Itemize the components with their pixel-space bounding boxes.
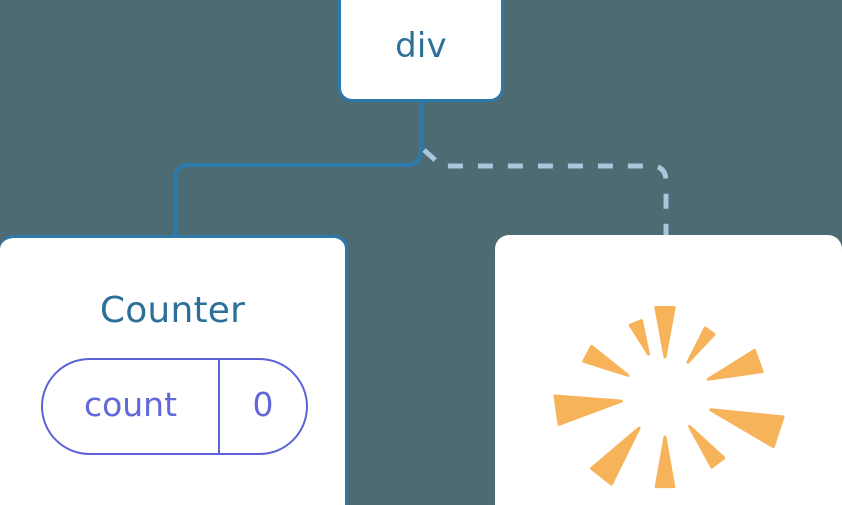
edge-root-to-counter <box>173 100 423 239</box>
burst-ray-5 <box>654 435 676 489</box>
state-key-label: count <box>83 385 178 424</box>
burst-ray-4 <box>688 425 726 469</box>
node-div-label: div <box>395 25 447 66</box>
node-div[interactable]: div <box>338 0 504 102</box>
node-counter[interactable]: Counter count 0 <box>0 235 348 505</box>
state-value-cell: 0 <box>220 360 306 453</box>
state-value-label: 0 <box>252 385 274 424</box>
burst-ray-8 <box>582 344 630 377</box>
burst-ray-0 <box>654 306 676 359</box>
state-pill[interactable]: count 0 <box>41 358 308 455</box>
burst-ray-3 <box>709 408 785 449</box>
burst-ray-7 <box>553 394 623 426</box>
burst-ray-group <box>553 306 785 489</box>
edge-root-to-highlight <box>422 148 669 237</box>
node-highlight[interactable] <box>495 235 842 505</box>
burst-ray-6 <box>590 426 641 486</box>
node-counter-label: Counter <box>99 290 246 331</box>
burst-ray-9 <box>628 319 650 356</box>
sparkle-burst-icon <box>553 306 785 489</box>
state-key-cell: count <box>43 360 220 453</box>
burst-ray-1 <box>686 326 716 364</box>
burst-ray-2 <box>706 348 764 381</box>
